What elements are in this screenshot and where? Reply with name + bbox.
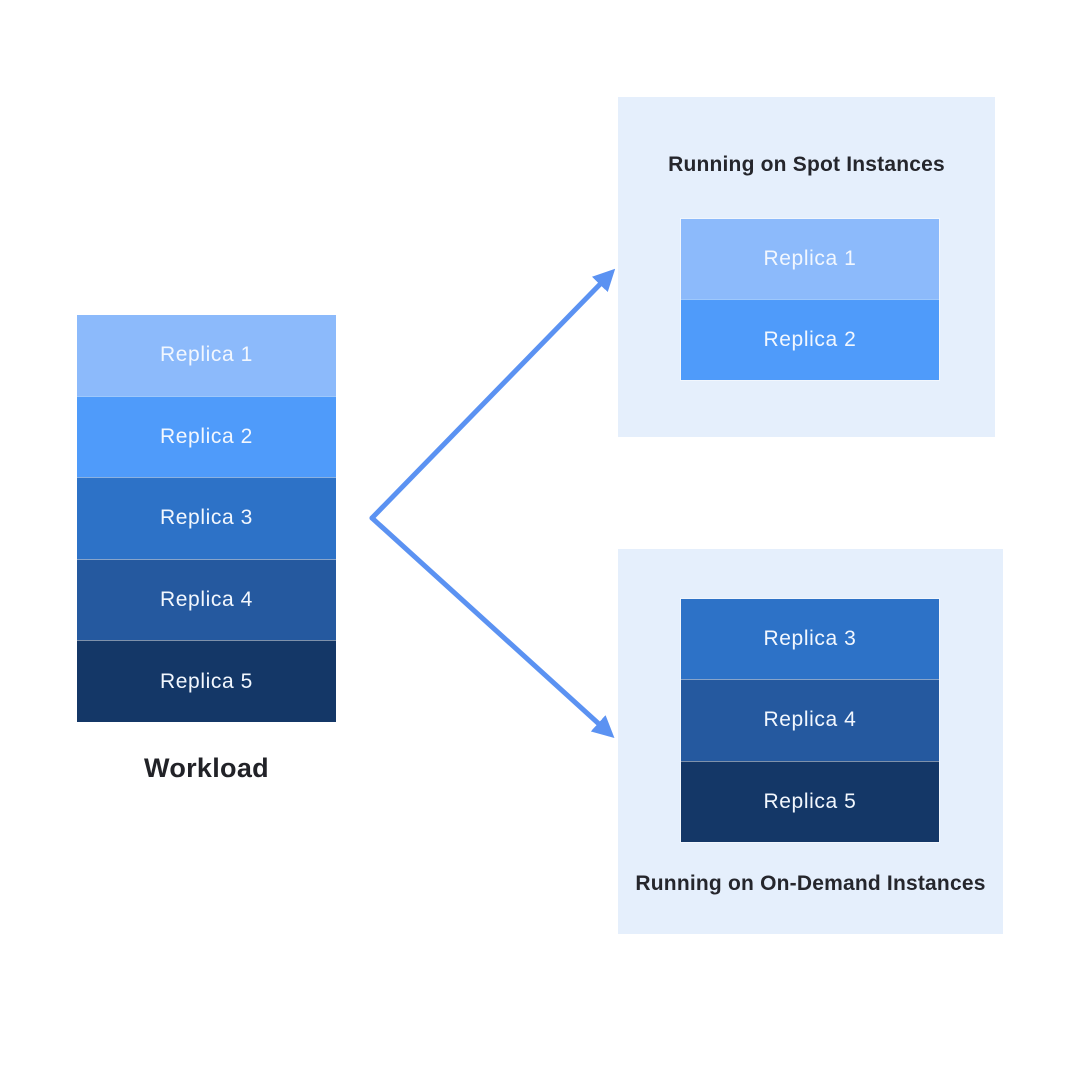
- replica-label: Replica 4: [160, 588, 253, 612]
- replica-block: Replica 1: [681, 219, 939, 299]
- replica-label: Replica 2: [160, 424, 253, 448]
- replica-label: Replica 4: [763, 708, 857, 732]
- spot-stack: Replica 1 Replica 2: [681, 219, 939, 380]
- replica-label: Replica 3: [160, 506, 253, 530]
- replica-block: Replica 4: [77, 558, 336, 641]
- ondemand-panel: Replica 3 Replica 4 Replica 5 Running on…: [618, 549, 1003, 934]
- replica-block: Replica 2: [681, 299, 939, 380]
- ondemand-stack: Replica 3 Replica 4 Replica 5: [681, 599, 939, 842]
- replica-label: Replica 3: [763, 627, 857, 651]
- replica-block: Replica 3: [77, 477, 336, 559]
- replica-label: Replica 2: [763, 328, 857, 351]
- replica-block: Replica 3: [681, 599, 939, 680]
- workload-stack: Replica 1 Replica 2 Replica 3 Replica 4 …: [77, 315, 336, 722]
- replica-label: Replica 1: [160, 343, 253, 367]
- replica-block: Replica 2: [77, 395, 336, 478]
- replica-block: Replica 5: [77, 640, 336, 722]
- replica-block: Replica 4: [681, 679, 939, 761]
- replica-label: Replica 1: [763, 247, 857, 270]
- spot-panel: Running on Spot Instances Replica 1 Repl…: [618, 97, 995, 437]
- replica-block: Replica 5: [681, 760, 939, 842]
- arrow-to-ondemand-panel: [369, 515, 615, 739]
- replica-label: Replica 5: [160, 669, 253, 693]
- replica-label: Replica 5: [763, 789, 857, 813]
- ondemand-panel-title: Running on On-Demand Instances: [635, 872, 986, 895]
- replica-block: Replica 1: [77, 315, 336, 396]
- spot-panel-title: Running on Spot Instances: [668, 153, 945, 176]
- workload-title: Workload: [144, 753, 269, 783]
- arrow-to-spot-panel: [369, 268, 616, 521]
